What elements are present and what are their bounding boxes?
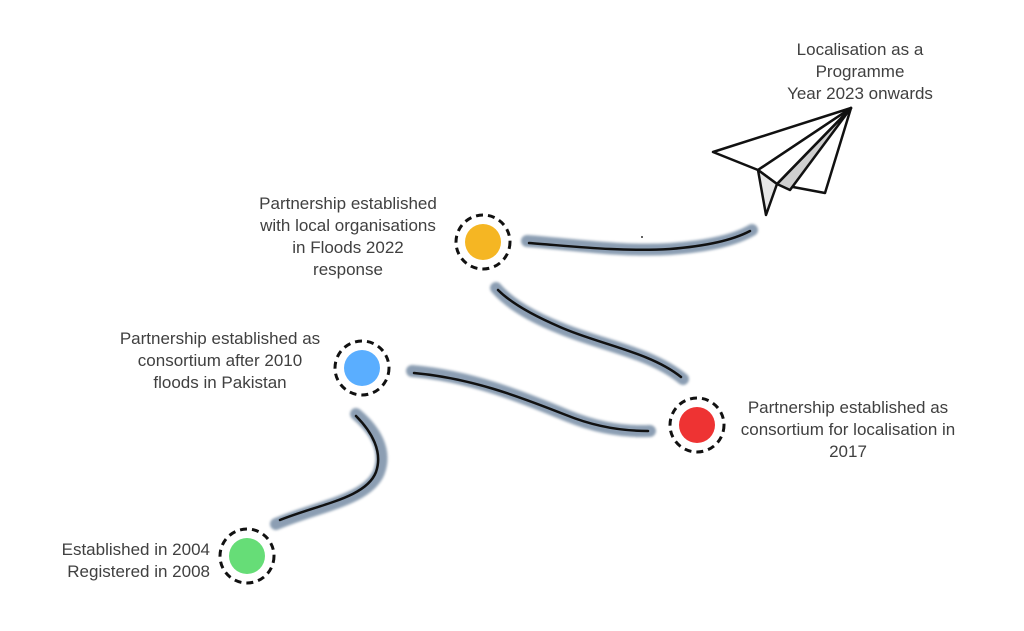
- label-2010: Partnership established as consortium af…: [119, 329, 321, 392]
- label-2004: Established in 2004 Registered in 2008: [61, 540, 210, 581]
- label-goal-2023: Localisation as a Programme Year 2023 on…: [787, 40, 933, 103]
- path-segment-2010-2017: [406, 365, 656, 438]
- stray-dot: [641, 236, 643, 238]
- paper-plane-icon: [711, 106, 853, 217]
- path-segment-2022-2023: [521, 224, 758, 256]
- milestone-dot-2017: [668, 396, 726, 454]
- milestone-dot-2004: [218, 527, 276, 585]
- milestone-dot-2022: [454, 213, 512, 271]
- path-segment-2017-2022: [490, 282, 689, 385]
- path-segment-2004-2010: [270, 408, 388, 530]
- label-2022: Partnership established with local organ…: [259, 194, 437, 279]
- milestone-dot-2010: [333, 339, 391, 397]
- label-2017: Partnership established as consortium fo…: [740, 398, 956, 461]
